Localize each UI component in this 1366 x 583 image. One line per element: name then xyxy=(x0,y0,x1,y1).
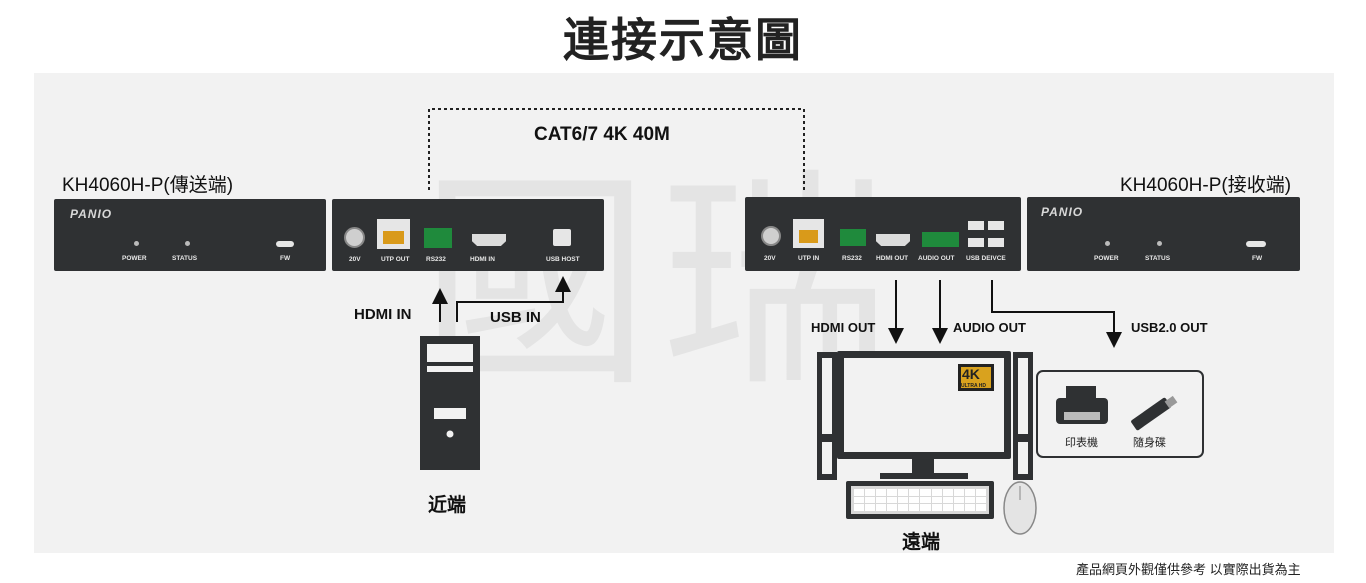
usb-a-port-icon xyxy=(988,221,1004,230)
receiver-label: KH4060H-P(接收端) xyxy=(1120,175,1292,196)
status-led-icon xyxy=(1157,241,1162,246)
power-label: POWER xyxy=(122,255,147,262)
usb-in-label: USB IN xyxy=(490,309,541,326)
speaker-left-icon xyxy=(817,352,837,480)
monitor-icon xyxy=(837,351,1011,479)
power-label: POWER xyxy=(1094,255,1119,262)
transmitter-front-panel: PANIO POWER STATUS FW xyxy=(54,199,326,271)
pc-tower-icon xyxy=(420,336,480,470)
usb-b-port-icon xyxy=(553,229,571,246)
usb-a-port-icon xyxy=(968,238,984,247)
fw-label: FW xyxy=(1252,255,1263,262)
power-led-icon xyxy=(134,241,139,246)
mouse-icon xyxy=(1003,481,1037,535)
hdmi-out-label: HDMI OUT xyxy=(811,320,876,335)
usb-drive-icon xyxy=(1131,395,1178,431)
port-label-utp-in: UTP IN xyxy=(798,255,820,262)
status-label: STATUS xyxy=(172,255,198,262)
hdmi-port-icon xyxy=(472,234,506,246)
printer-label: 印表機 xyxy=(1065,437,1098,449)
hdmi-in-label: HDMI IN xyxy=(354,306,412,323)
port-label-usb-device: USB DEIVCE xyxy=(966,255,1006,262)
diagram-canvas xyxy=(34,73,1334,553)
port-label-hdmi-in: HDMI IN xyxy=(470,256,495,263)
speaker-right-icon xyxy=(1013,352,1033,480)
usb2-out-arrow xyxy=(991,280,1122,348)
hdmi-port-icon xyxy=(876,234,910,246)
fw-port-icon xyxy=(1246,241,1266,247)
usb-a-port-icon xyxy=(988,238,1004,247)
far-end-label: 遠端 xyxy=(902,532,941,553)
audio-terminal-icon xyxy=(922,232,959,247)
receiver-rear-panel: 20V UTP IN RS232 HDMI OUT AUDIO OUT USB … xyxy=(745,197,1021,271)
port-label-utp-out: UTP OUT xyxy=(381,256,410,263)
fw-port-icon xyxy=(276,241,294,247)
port-label-rs232: RS232 xyxy=(842,255,862,262)
port-label-rs232: RS232 xyxy=(426,256,446,263)
usb-drive-label: 隨身碟 xyxy=(1133,437,1166,449)
fw-label: FW xyxy=(280,255,291,262)
brand-logo: PANIO xyxy=(70,207,113,221)
port-label-20v: 20V xyxy=(349,256,361,263)
port-label-20v: 20V xyxy=(764,255,776,262)
rj45-port-icon xyxy=(793,219,824,248)
transmitter-rear-panel: 20V UTP OUT RS232 HDMI IN USB HOST xyxy=(332,199,604,271)
cat-cable-line xyxy=(428,108,805,190)
cable-label: CAT6/7 4K 40M xyxy=(534,124,670,145)
usb-a-port-icon xyxy=(968,221,984,230)
usb-in-arrow xyxy=(456,276,571,322)
usb2-out-label: USB2.0 OUT xyxy=(1131,320,1208,335)
badge-4k: 4K xyxy=(962,366,980,382)
rs232-terminal-icon xyxy=(840,229,866,246)
receiver-front-panel: PANIO POWER STATUS FW xyxy=(1027,197,1300,271)
dc-jack-icon xyxy=(761,226,781,246)
badge-ultra-hd: ULTRA HD xyxy=(961,383,986,389)
page-title: 連接示意圖 xyxy=(563,13,803,67)
brand-logo: PANIO xyxy=(1041,205,1084,219)
rs232-terminal-icon xyxy=(424,228,452,248)
power-led-icon xyxy=(1105,241,1110,246)
port-label-usb-host: USB HOST xyxy=(546,256,580,263)
status-led-icon xyxy=(185,241,190,246)
audio-out-label: AUDIO OUT xyxy=(953,320,1026,335)
keyboard-keys xyxy=(854,489,986,511)
status-label: STATUS xyxy=(1145,255,1171,262)
transmitter-label: KH4060H-P(傳送端) xyxy=(62,175,234,196)
footnote: 產品網頁外觀僅供參考 以實際出貨為主 xyxy=(1076,562,1301,577)
near-end-label: 近端 xyxy=(428,495,467,516)
rj45-port-icon xyxy=(377,219,410,249)
printer-icon xyxy=(1056,386,1108,424)
port-label-hdmi-out: HDMI OUT xyxy=(876,255,909,262)
port-label-audio-out: AUDIO OUT xyxy=(918,255,955,262)
dc-jack-icon xyxy=(344,227,365,248)
